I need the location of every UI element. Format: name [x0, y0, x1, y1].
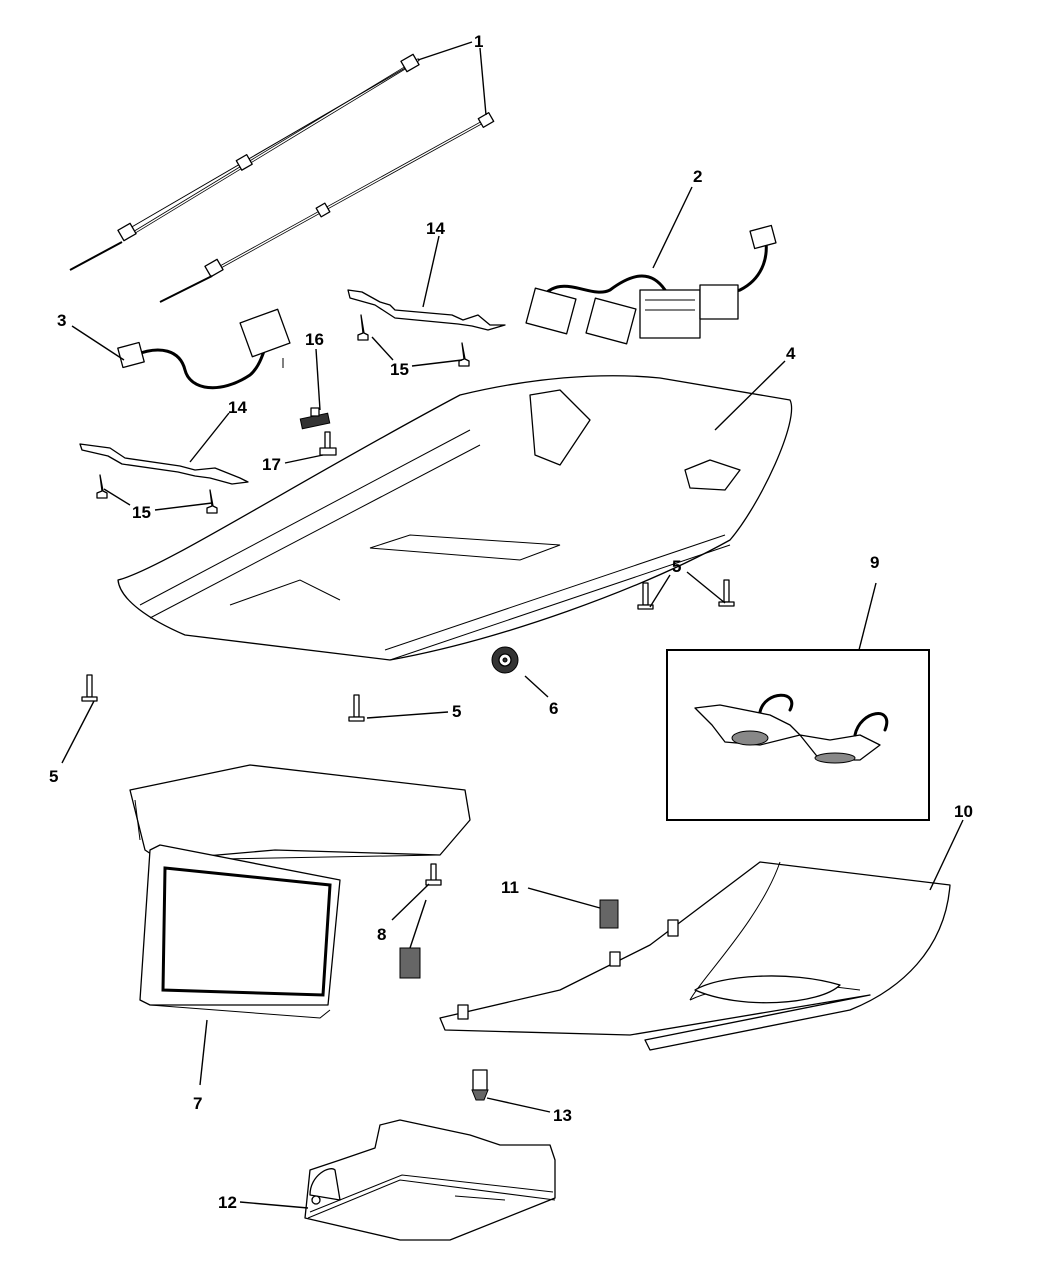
callout-17: 17: [262, 455, 281, 474]
callout-3: 3: [57, 311, 66, 330]
part-1-harness-rods: [69, 53, 495, 303]
part-11-clips: [399, 899, 619, 979]
part-14-bracket-lower: [79, 443, 249, 485]
callout-7: 7: [193, 1094, 202, 1113]
inset-frame: [666, 649, 930, 821]
part-9-lamp-inset: [666, 649, 930, 821]
part-3-connector: [117, 308, 291, 390]
part-15-pins: [96, 314, 470, 514]
part-10-trim-panel: [439, 861, 951, 1051]
part-14-bracket-upper: [347, 289, 506, 331]
callout-5-left: 5: [49, 767, 58, 786]
callout-13: 13: [553, 1106, 572, 1125]
callout-labels: 1 2 3 4 5 5 5 6 7 8 9 10 11 12 13 14 14 …: [49, 32, 973, 1212]
callout-12: 12: [218, 1193, 237, 1212]
callout-11: 11: [501, 878, 519, 897]
part-2-console-harness: [525, 224, 777, 345]
part-5-screws: [81, 579, 735, 722]
callout-6: 6: [549, 699, 558, 718]
callout-5-right-a: 5: [672, 557, 681, 576]
screw-3: [637, 582, 654, 610]
callout-2: 2: [693, 167, 702, 186]
part-4-console-housing: [117, 375, 793, 661]
callout-14-lower: 14: [228, 398, 247, 417]
part-6-knob: [491, 646, 519, 674]
callout-9: 9: [870, 553, 879, 572]
part-13-clip: [471, 1069, 489, 1101]
callout-14-upper: 14: [426, 219, 445, 238]
part-17-fastener: [319, 431, 337, 456]
callout-1: 1: [474, 32, 483, 51]
part-7-video-screen: [129, 764, 471, 1019]
callout-8: 8: [377, 925, 386, 944]
callout-4: 4: [786, 344, 796, 363]
callout-16: 16: [305, 330, 324, 349]
callout-10: 10: [954, 802, 973, 821]
part-8-screw: [425, 863, 442, 886]
callout-5-center: 5: [452, 702, 461, 721]
callout-15-upper: 15: [390, 360, 409, 379]
callout-15-lower: 15: [132, 503, 151, 522]
part-16-retainer: [299, 407, 331, 430]
screw-2: [348, 694, 365, 722]
screw-1: [81, 674, 98, 702]
screw-4: [718, 579, 735, 607]
leader-lines: [61, 41, 964, 1209]
part-12-console-bin: [304, 1119, 556, 1241]
